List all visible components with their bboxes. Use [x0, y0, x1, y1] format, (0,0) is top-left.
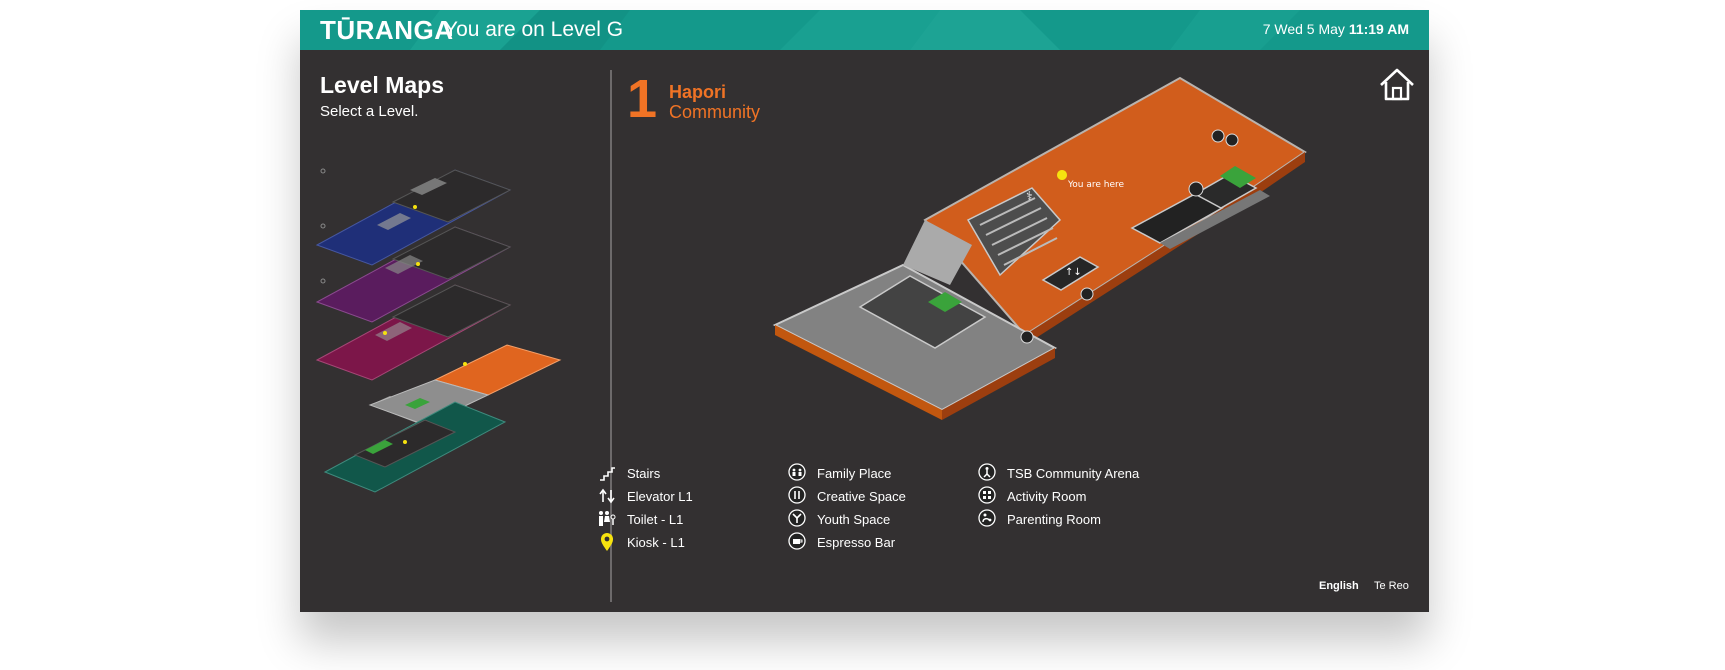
header-bar: TŪRANGA You are on Level G 7 Wed 5 May 1…: [300, 10, 1429, 50]
legend-label: Parenting Room: [1007, 511, 1101, 527]
kiosk-screen: TŪRANGA You are on Level G 7 Wed 5 May 1…: [300, 10, 1429, 612]
current-level-status: You are on Level G: [444, 18, 624, 41]
language-te-reo-button[interactable]: Te Reo: [1374, 580, 1409, 592]
family-icon: [786, 462, 808, 484]
svg-text:⚕: ⚕: [1026, 189, 1033, 203]
activity-icon: [976, 485, 998, 507]
legend-youth-space: Youth Space: [786, 508, 890, 530]
toilet-icon: [596, 508, 618, 530]
time-text: 11:19 AM: [1348, 21, 1409, 37]
level-maps-title: Level Maps: [320, 72, 444, 98]
legend-label: Elevator L1: [627, 488, 693, 504]
legend-label: Family Place: [817, 465, 892, 481]
date-text: 7 Wed 5 May: [1262, 21, 1345, 37]
legend-label: TSB Community Arena: [1007, 465, 1140, 481]
panel-divider: [610, 70, 612, 602]
header-pattern: [410, 10, 1300, 50]
you-are-here-label: You are here: [1067, 180, 1125, 190]
level-mezzanine-map[interactable]: [315, 278, 512, 381]
legend-espresso-bar: Espresso Bar: [786, 531, 895, 553]
level-1-map-active[interactable]: [368, 344, 562, 428]
home-icon[interactable]: [1378, 66, 1416, 102]
level-name-english: Community: [669, 102, 761, 122]
elevator-shaft: ↑↓: [1041, 256, 1100, 291]
level-number: 1: [627, 69, 658, 129]
rooms-east: [1130, 166, 1270, 249]
stairs-icon: [596, 462, 618, 484]
kiosk-location-marker: You are here: [1057, 170, 1125, 190]
legend-family-place: Family Place: [786, 462, 891, 484]
kiosk-pin-icon: [596, 531, 618, 553]
creative-icon: [786, 485, 808, 507]
legend-label: Youth Space: [817, 511, 891, 527]
legend-label: Kiosk - L1: [627, 534, 685, 550]
legend-label: Toilet - L1: [627, 511, 684, 527]
language-english-button[interactable]: English: [1319, 580, 1359, 592]
level-1-floor-map: ↑↓ ⚕ You are here: [772, 76, 1307, 420]
elevator-icon: [596, 485, 618, 507]
map-markers: ⚕: [1020, 129, 1239, 344]
level-g-map[interactable]: [323, 401, 507, 493]
floor-orange-section: [923, 76, 1307, 345]
espresso-icon: [786, 531, 808, 553]
legend-stairs: Stairs: [596, 462, 660, 484]
legend-tsb-community-arena: TSB Community Arena: [976, 462, 1139, 484]
svg-text:↑↓: ↑↓: [1065, 267, 1082, 278]
legend-kiosk: Kiosk - L1: [596, 531, 685, 553]
arena-icon: [976, 462, 998, 484]
legend-label: Activity Room: [1007, 488, 1087, 504]
legend-elevator: Elevator L1: [596, 485, 693, 507]
level-3-map[interactable]: [315, 168, 512, 266]
legend-toilet: Toilet - L1: [596, 508, 683, 530]
legend-activity-room: Activity Room: [976, 485, 1086, 507]
level-maps-subtitle: Select a Level.: [320, 103, 419, 120]
legend-creative-space: Creative Space: [786, 485, 906, 507]
youth-icon: [786, 508, 808, 530]
legend-label: Stairs: [627, 465, 661, 481]
datetime: 7 Wed 5 May 11:19 AM: [1263, 21, 1409, 37]
level-stack-selector: [315, 168, 562, 493]
stairs-block: [966, 187, 1062, 277]
brand-logo: TŪRANGA: [320, 15, 454, 45]
parenting-icon: [976, 508, 998, 530]
level-2-map[interactable]: [315, 223, 512, 323]
level-name-maori: Hapori: [669, 82, 727, 102]
legend-label: Espresso Bar: [817, 534, 896, 550]
legend-parenting-room: Parenting Room: [976, 508, 1101, 530]
dark-room-west: [858, 275, 987, 349]
legend-label: Creative Space: [817, 488, 906, 504]
